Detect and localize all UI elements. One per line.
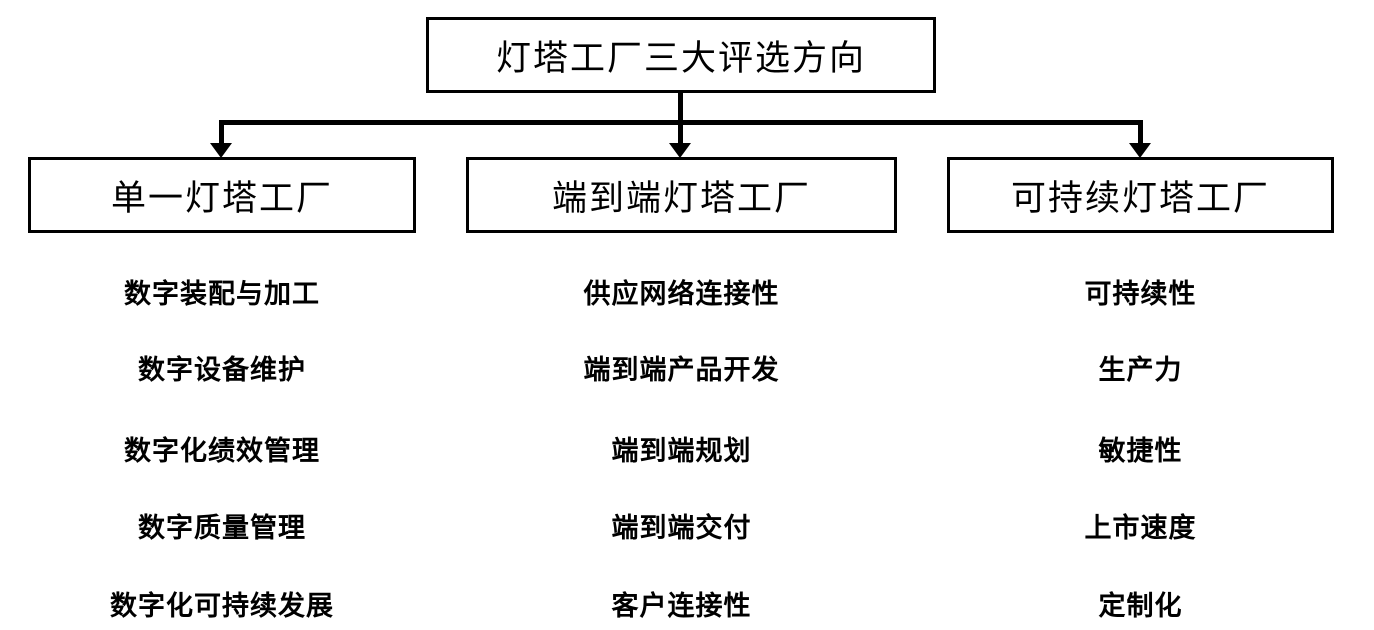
list-item: 上市速度: [1084, 513, 1197, 543]
connector-drop-branch-3: [1138, 120, 1143, 146]
list-item: 定制化: [1098, 591, 1183, 621]
list-item: 数字装配与加工: [124, 279, 320, 309]
branch-node-box-3: 可持续灯塔工厂: [947, 157, 1334, 233]
list-item: 可持续性: [1084, 279, 1197, 309]
root-node-box: 灯塔工厂三大评选方向: [426, 17, 936, 93]
list-item: 数字化绩效管理: [124, 436, 320, 466]
branch-item-column-1: 数字装配与加工 数字设备维护 数字化绩效管理 数字质量管理 数字化可持续发展: [28, 262, 416, 630]
list-item: 供应网络连接性: [583, 279, 780, 309]
arrow-head-icon-branch-1: [210, 143, 232, 158]
branch-item-column-3: 可持续性 生产力 敏捷性 上市速度 定制化: [947, 262, 1334, 630]
arrow-head-icon-branch-3: [1129, 143, 1151, 158]
list-item: 敏捷性: [1098, 436, 1183, 466]
list-item: 端到端规划: [611, 436, 752, 466]
branch-node-box-2: 端到端灯塔工厂: [466, 157, 897, 233]
connector-drop-branch-1: [219, 120, 224, 146]
list-item: 端到端产品开发: [583, 355, 780, 385]
list-item: 端到端交付: [611, 513, 752, 543]
root-node-label: 灯塔工厂三大评选方向: [495, 38, 866, 78]
branch-item-column-2: 供应网络连接性 端到端产品开发 端到端规划 端到端交付 客户连接性: [466, 262, 897, 630]
connector-stem: [678, 92, 683, 124]
branch-node-label-1: 单一灯塔工厂: [110, 178, 333, 218]
branch-node-label-2: 端到端灯塔工厂: [551, 178, 811, 218]
branch-node-label-3: 可持续灯塔工厂: [1010, 178, 1270, 218]
connector-drop-branch-2: [678, 120, 683, 146]
list-item: 数字设备维护: [138, 355, 306, 385]
branch-node-box-1: 单一灯塔工厂: [28, 157, 416, 233]
list-item: 数字质量管理: [138, 513, 306, 543]
arrow-head-icon-branch-2: [669, 143, 691, 158]
list-item: 数字化可持续发展: [110, 591, 334, 621]
list-item: 生产力: [1098, 355, 1183, 385]
list-item: 客户连接性: [611, 591, 752, 621]
